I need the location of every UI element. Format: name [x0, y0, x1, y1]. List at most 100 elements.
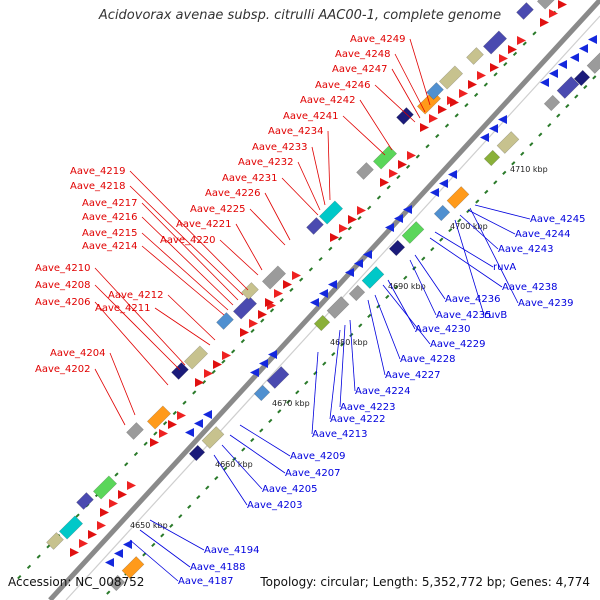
forward-gene-label: Aave_4218 — [70, 181, 126, 192]
reverse-leader-line — [382, 284, 431, 345]
reverse-leader-line — [339, 324, 346, 408]
reverse-gene-arrow — [363, 250, 372, 259]
forward-gene-arrow — [274, 289, 283, 298]
reverse-gene-arrow — [448, 170, 457, 179]
outer-tick-dot — [425, 144, 430, 149]
inner-tick-dot — [223, 466, 228, 471]
forward-gene-block — [183, 345, 209, 370]
outer-tick-dot — [367, 205, 372, 210]
outer-tick-dot — [260, 318, 265, 323]
forward-gene-label: Aave_4220 — [160, 235, 216, 246]
forward-gene-block — [126, 422, 144, 440]
forward-gene-arrow — [109, 499, 118, 508]
reverse-leader-line — [139, 529, 191, 568]
reverse-gene-arrow — [123, 540, 132, 549]
outer-tick-dot — [143, 441, 148, 446]
outer-tick-dot — [240, 339, 245, 344]
reverse-leader-line — [454, 219, 485, 316]
reverse-leader-line — [129, 539, 179, 582]
outer-tick-dot — [493, 72, 498, 77]
forward-gene-block — [306, 217, 324, 235]
reverse-gene-block — [483, 149, 501, 167]
inner-tick-dot — [187, 504, 192, 509]
reverse-gene-arrow — [579, 44, 588, 53]
inner-tick-dot — [268, 418, 273, 423]
outer-tick-dot — [454, 113, 459, 118]
forward-gene-block — [76, 492, 94, 510]
forward-gene-arrow — [490, 63, 499, 72]
inner-tick-dot — [493, 180, 498, 185]
reverse-gene-arrow — [319, 289, 328, 298]
reverse-gene-arrow — [268, 350, 277, 359]
outer-tick-dot — [182, 400, 187, 405]
outer-tick-dot — [231, 349, 236, 354]
reverse-leader-line — [239, 424, 291, 457]
outer-tick-dot — [114, 472, 119, 477]
forward-leader-line — [94, 301, 169, 386]
reverse-gene-arrow — [310, 298, 319, 307]
reverse-gene-block — [401, 221, 425, 244]
reverse-gene-block — [253, 384, 271, 402]
reverse-leader-line — [429, 237, 503, 288]
reverse-leader-line — [414, 254, 446, 300]
inner-tick-dot — [475, 199, 480, 204]
forward-leader-line — [311, 146, 326, 206]
reverse-leader-line — [474, 204, 531, 220]
forward-gene-block — [171, 362, 189, 380]
forward-gene-arrow — [330, 233, 339, 242]
outer-tick-dot — [464, 103, 469, 108]
reverse-gene-label: Aave_4213 — [312, 429, 368, 440]
forward-gene-block — [466, 47, 484, 65]
outer-tick-dot — [474, 92, 479, 98]
outer-tick-dot — [133, 451, 139, 457]
inner-tick-dot — [556, 113, 561, 118]
reverse-gene-arrow — [114, 549, 123, 558]
inner-tick-dot — [259, 428, 264, 433]
forward-leader-line — [94, 267, 186, 366]
forward-gene-label: Aave_4231 — [222, 173, 278, 184]
reverse-gene-arrow — [489, 124, 498, 133]
forward-gene-label: Aave_4249 — [350, 34, 406, 45]
inner-tick-dot — [277, 409, 282, 414]
reverse-leader-line — [469, 207, 519, 304]
reverse-gene-arrow — [259, 359, 268, 368]
reverse-gene-block — [361, 266, 385, 289]
reverse-gene-label: Aave_4227 — [385, 370, 441, 381]
reverse-gene-arrow — [558, 60, 567, 69]
reverse-gene-label: Aave_4223 — [340, 402, 396, 413]
outer-tick-dot — [337, 236, 343, 241]
tick-label: 4670 kbp — [272, 399, 310, 408]
accession-label: Accession: NC_008752 — [8, 575, 145, 589]
forward-leader-line — [409, 38, 431, 106]
reverse-gene-block — [543, 94, 561, 112]
forward-gene-arrow — [70, 548, 79, 557]
inner-tick-dot — [295, 390, 300, 395]
outer-tick-dot — [503, 61, 508, 67]
forward-gene-block — [482, 30, 508, 55]
forward-leader-line — [249, 208, 286, 246]
forward-gene-arrow — [380, 178, 389, 187]
forward-leader-line — [359, 99, 393, 151]
forward-gene-label: Aave_4210 — [35, 263, 91, 274]
forward-gene-label: Aave_4204 — [50, 348, 106, 359]
tick-label: 4690 kbp — [388, 282, 426, 291]
outer-tick-dot — [522, 41, 527, 46]
forward-gene-label: Aave_4234 — [268, 126, 324, 137]
outer-tick-dot — [299, 277, 304, 282]
outer-tick-dot — [386, 185, 391, 190]
reverse-gene-block — [556, 76, 580, 99]
forward-gene-block — [356, 162, 374, 180]
reverse-gene-label: ruvB — [484, 310, 507, 321]
inner-tick-dot — [430, 247, 435, 252]
forward-gene-arrow — [127, 481, 136, 490]
forward-leader-line — [235, 223, 263, 271]
forward-leader-line — [167, 294, 216, 341]
tick-label: 4660 kbp — [215, 460, 253, 469]
forward-gene-arrow — [389, 169, 398, 178]
inner-tick-dot — [160, 533, 165, 538]
inner-tick-dot — [439, 237, 444, 242]
outer-tick-dot — [269, 308, 275, 313]
forward-gene-arrow — [468, 80, 477, 89]
outer-tick-dot — [435, 133, 440, 139]
reverse-gene-label: Aave_4239 — [518, 298, 574, 309]
